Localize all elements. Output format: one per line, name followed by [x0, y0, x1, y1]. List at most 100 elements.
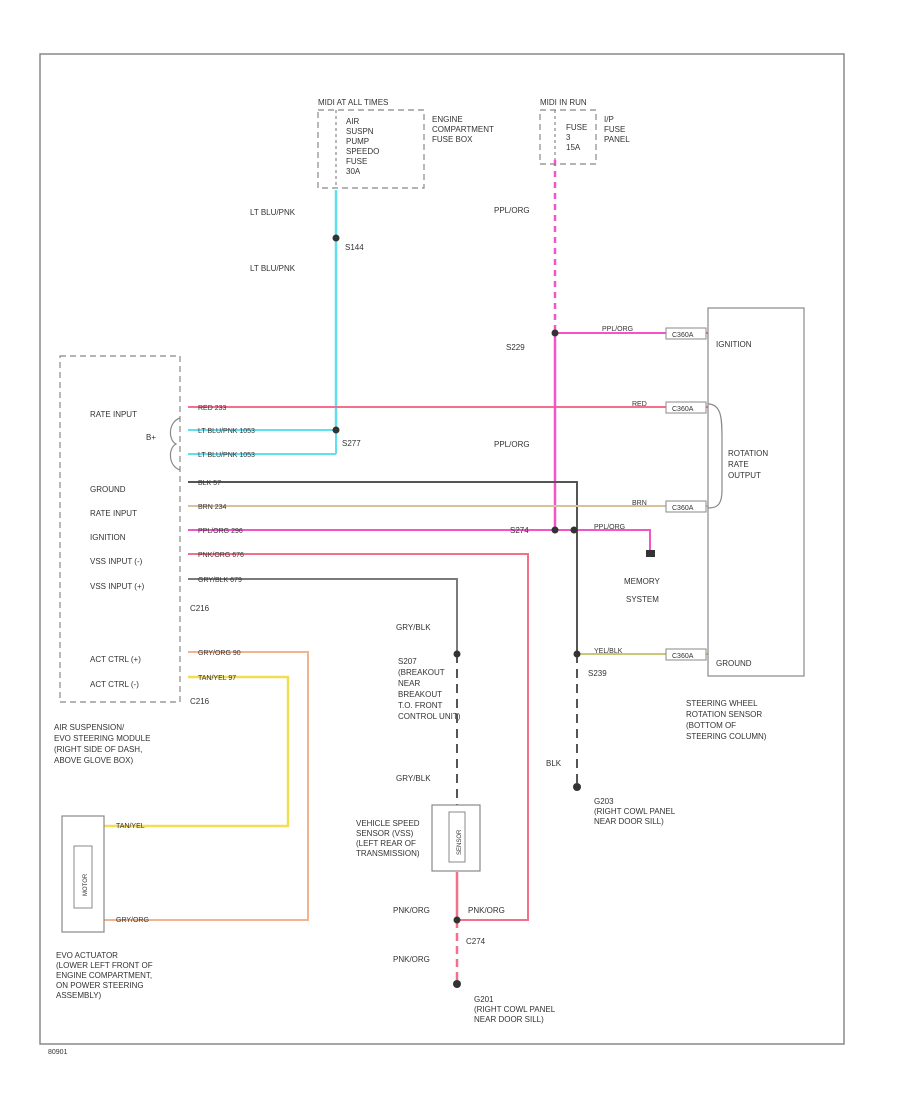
module-pin-wire-callout: GRY/BLK 679 [198, 577, 242, 584]
module-pin-label: B+ [146, 433, 156, 442]
label-yel-blk-right: YEL/BLK [594, 648, 623, 655]
module-caption-line: EVO STEERING MODULE [54, 734, 150, 743]
sensor-pin-output: OUTPUT [728, 471, 761, 480]
g201-caption-line: G201 [474, 995, 494, 1004]
memory-system-line-1: MEMORY [624, 577, 661, 586]
actuator-caption-line: ASSEMBLY) [56, 991, 102, 1000]
fuse-box-2-location-line: PANEL [604, 135, 630, 144]
s207-caption-line: S207 [398, 657, 417, 666]
fuse-box-1-text-line: SUSPN [346, 127, 374, 136]
wire-pnk-org-vss-minus [188, 553, 529, 921]
fuse-box-engine-compartment: MIDI AT ALL TIMES AIRSUSPNPUMPSPEEDOFUSE… [317, 98, 494, 189]
connector-c360a-4: C360A [672, 653, 694, 660]
label-blk-ground: BLK [546, 759, 562, 768]
vss-caption-line: VEHICLE SPEED [356, 819, 420, 828]
module-caption: AIR SUSPENSION/EVO STEERING MODULE (RIGHT… [54, 723, 150, 765]
label-gry-blk-vss: GRY/BLK [396, 623, 431, 632]
fuse-box-1-text-line: 30A [346, 167, 361, 176]
footer-code: 80901 [48, 1049, 68, 1056]
fuse-box-2-text-line: 3 [566, 133, 571, 142]
g203-caption-line: (RIGHT COWL PANEL [594, 807, 676, 816]
vss-caption-line: TRANSMISSION) [356, 849, 420, 858]
sensor-pin-rate: RATE [728, 460, 749, 469]
module-caption-line: (RIGHT SIDE OF DASH, [54, 745, 142, 754]
fuse-box-2-text-line: 15A [566, 143, 581, 152]
splice-s274: S274 [510, 526, 529, 535]
connector-c360a-boxes: C360A C360A C360A C360A [665, 327, 707, 661]
vss-inner-label: SENSOR [457, 829, 463, 855]
g203-caption-line: G203 [594, 797, 614, 806]
wire-tan-yel-act [104, 675, 290, 828]
actuator-caption-line: ENGINE COMPARTMENT, [56, 971, 152, 980]
module-pin-wire-callout: GRY/ORG 90 [198, 650, 241, 657]
actuator-caption-line: (LOWER LEFT FRONT OF [56, 961, 153, 970]
vss-caption-line: (LEFT REAR OF [356, 839, 416, 848]
module-caption-line: AIR SUSPENSION/ [54, 723, 125, 732]
fuse-box-1-location-line: ENGINE [432, 115, 463, 124]
s207-caption-line: NEAR [398, 679, 420, 688]
connector-c360a-3: C360A [672, 505, 694, 512]
connector-c216-b: C216 [190, 697, 210, 706]
module-pin-wire-callout: RED 233 [198, 405, 227, 412]
fuse-box-2-heading: MIDI IN RUN [540, 98, 587, 107]
label-red-right: RED [632, 401, 647, 408]
sensor-caption: STEERING WHEEL ROTATION SENSOR (BOTTOM OF S… [686, 699, 767, 741]
wire-blk-ground [188, 481, 578, 654]
label-gry-org-act: GRY/ORG [116, 917, 149, 924]
connector-c360a-2: C360A [672, 406, 694, 413]
module-pin-label: GROUND [90, 485, 126, 494]
label-lt-blu-pnk-mid: LT BLU/PNK [250, 264, 296, 273]
label-ppl-org-memory: PPL/ORG [594, 524, 625, 531]
module-pin-label: RATE INPUT [90, 509, 137, 518]
label-ppl-org-mid: PPL/ORG [494, 440, 530, 449]
sensor-caption-line: ROTATION SENSOR [686, 710, 762, 719]
label-ppl-org-top: PPL/ORG [494, 206, 530, 215]
label-ppl-org-right: PPL/ORG [602, 326, 633, 333]
fuse-box-1-location-line: FUSE BOX [432, 135, 473, 144]
fuse-box-2-text-line: FUSE [566, 123, 587, 132]
module-pin-label: VSS INPUT (+) [90, 582, 145, 591]
label-tan-yel-act: TAN/YEL [116, 823, 145, 830]
fuse-box-2-location-line: FUSE [604, 125, 625, 134]
fuse-box-1-heading: MIDI AT ALL TIMES [318, 98, 388, 107]
module-pin-wire-callout: BLK 57 [198, 480, 221, 487]
label-pnk-org-bottom: PNK/ORG [393, 955, 430, 964]
module-pin-label: RATE INPUT [90, 410, 137, 419]
actuator-caption-line: EVO ACTUATOR [56, 951, 118, 960]
sensor-pin-ground: GROUND [716, 659, 752, 668]
module-pin-label: ACT CTRL (+) [90, 655, 141, 664]
fuse-box-1-location-line: COMPARTMENT [432, 125, 494, 134]
wire-ppl-org-memory [574, 529, 651, 552]
module-pin-wire-callout: PPL/ORG 296 [198, 528, 243, 535]
label-gry-blk-vss2: GRY/BLK [396, 774, 431, 783]
actuator-caption-line: ON POWER STEERING [56, 981, 144, 990]
module-pin-wire-callout: LT BLU/PNK 1053 [198, 452, 255, 459]
sensor-caption-line: STEERING WHEEL [686, 699, 758, 708]
sensor-pin-rotation: ROTATION [728, 449, 768, 458]
module-pin-wire-callout: BRN 234 [198, 504, 227, 511]
sensor-caption-line: STEERING COLUMN) [686, 732, 767, 741]
splice-dots [332, 234, 655, 988]
connector-c360a-1: C360A [672, 332, 694, 339]
sensor-caption-line: (BOTTOM OF [686, 721, 736, 730]
splice-s144: S144 [345, 243, 364, 252]
fuse-box-1-text-line: FUSE [346, 157, 367, 166]
module-pin-wire-callout: TAN/YEL 97 [198, 675, 236, 682]
connector-c216-a: C216 [190, 604, 210, 613]
wire-gry-org-act [104, 651, 309, 921]
fuse-box-1-text-line: SPEEDO [346, 147, 379, 156]
steering-wheel-rotation-sensor: IGNITION ROTATION RATE OUTPUT GROUND STE… [686, 307, 805, 741]
